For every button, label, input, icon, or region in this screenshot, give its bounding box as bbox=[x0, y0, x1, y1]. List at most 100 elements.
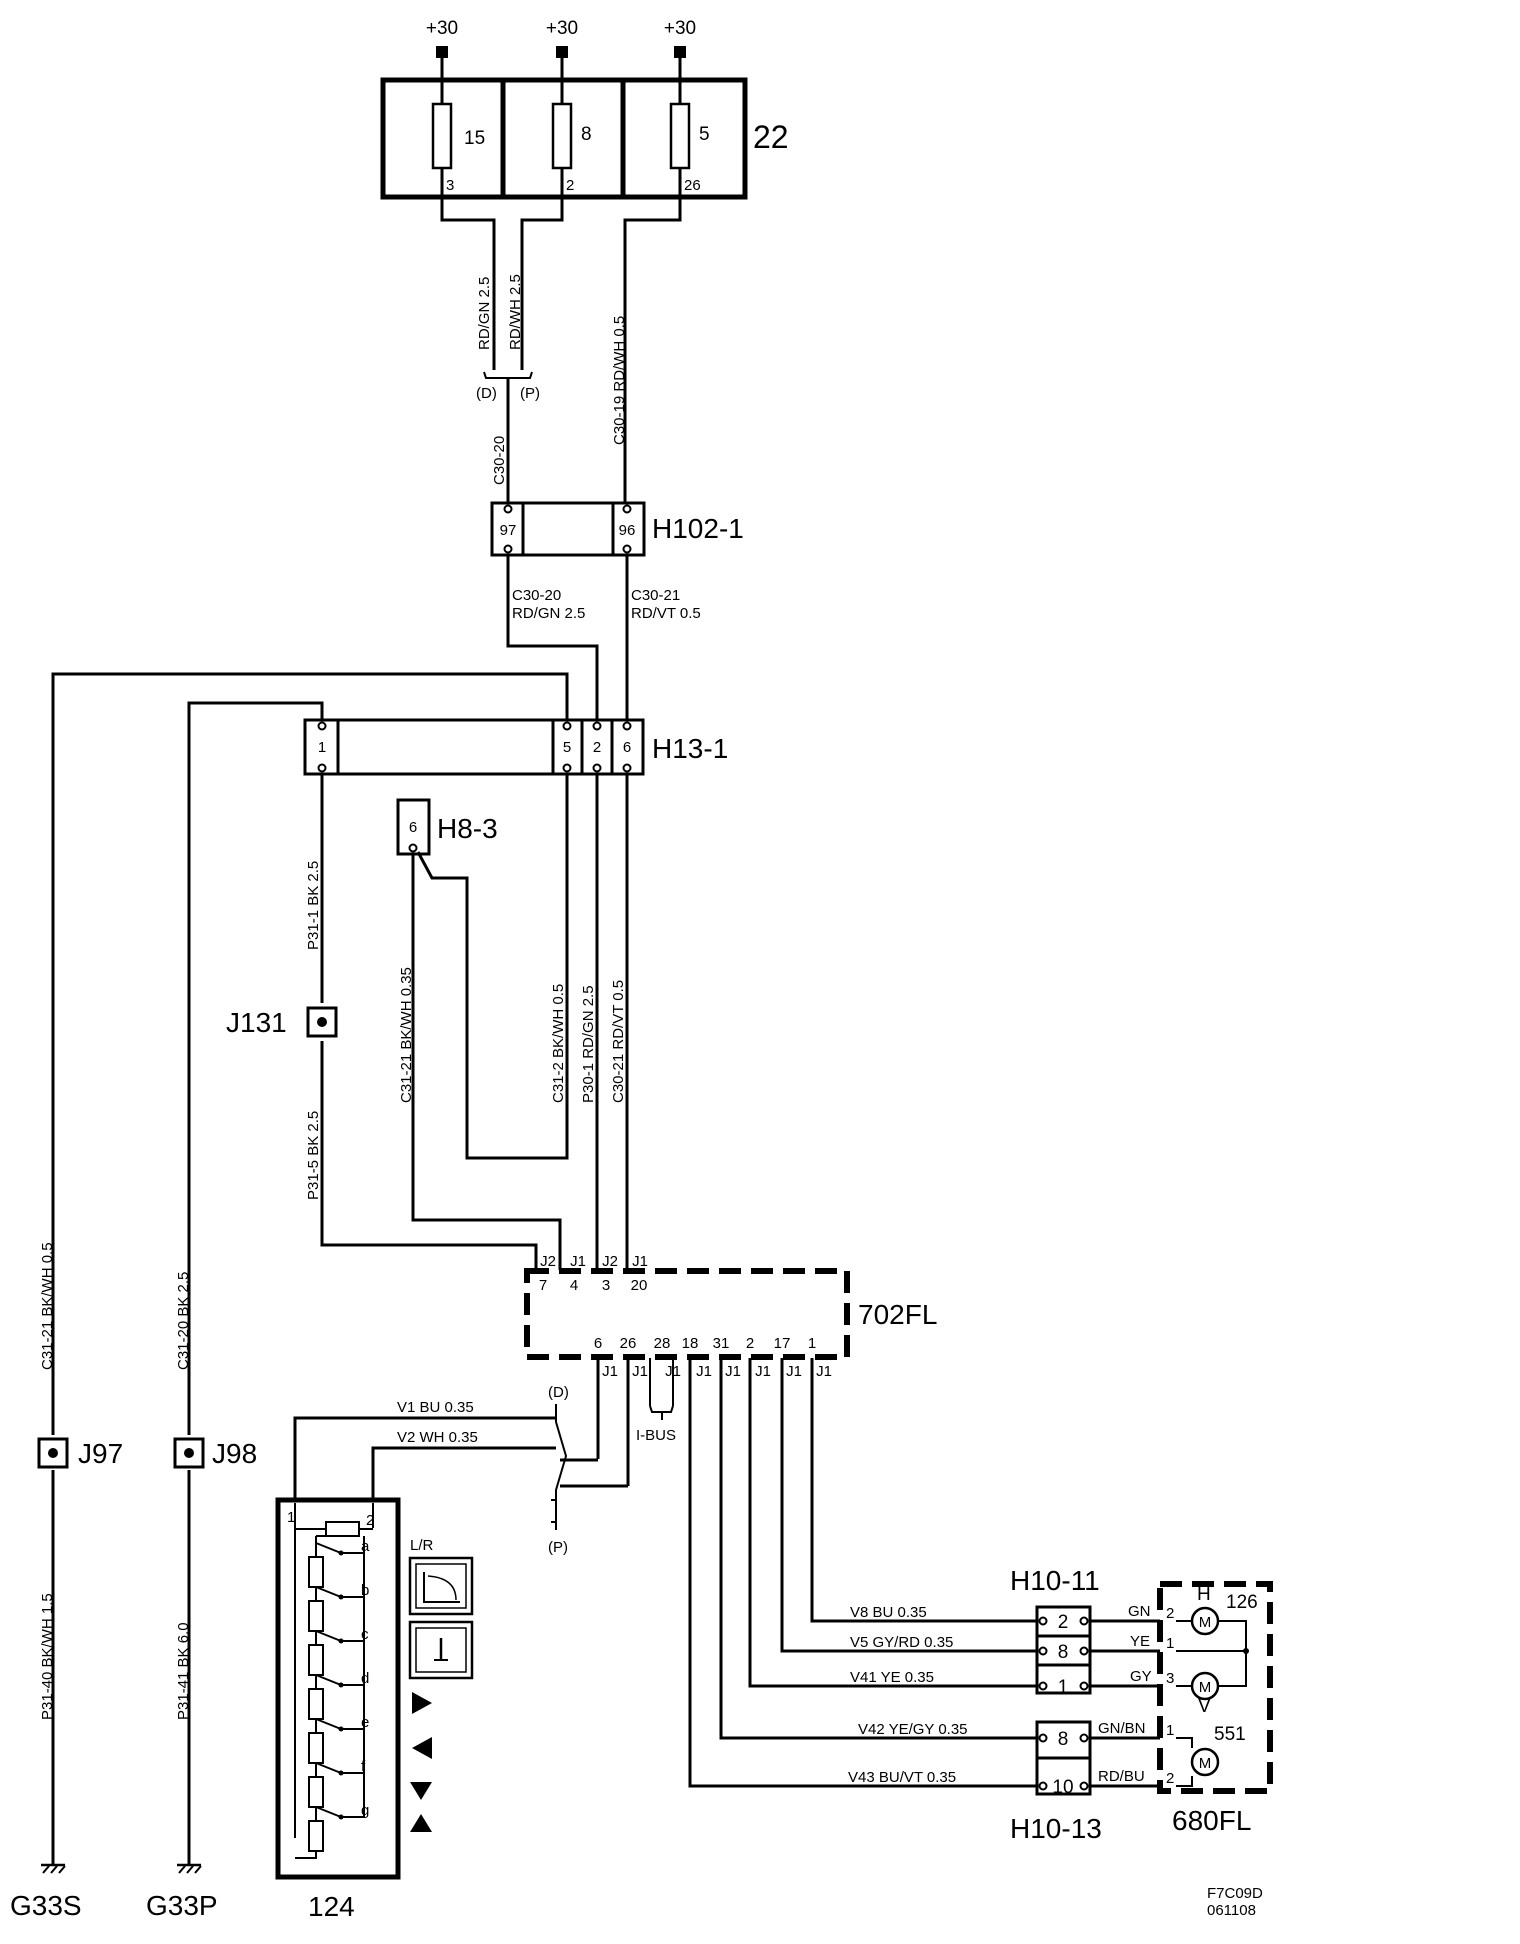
wires-top: RD/GN 2.5 RD/WH 2.5 C30-19 RD/WH 0.5 (D)… bbox=[440, 168, 682, 505]
wire-label: P30-1 RD/GN 2.5 bbox=[580, 985, 597, 1103]
fuse bbox=[669, 102, 691, 170]
contact-label: d bbox=[361, 1670, 369, 1687]
wire-label: V42 YE/GY 0.35 bbox=[858, 1721, 968, 1738]
control-module-702fl: 702FL J2 J1 J2 J1 7 4 3 20 6 26 28 18 31… bbox=[524, 1253, 937, 1380]
grounds: G33S G33P bbox=[10, 1863, 218, 1921]
bus-label: I-BUS bbox=[636, 1427, 676, 1444]
variant-label: (D) bbox=[476, 385, 497, 402]
pin-number: 6 bbox=[594, 1335, 602, 1352]
connector-label: J1 bbox=[602, 1363, 618, 1380]
pin-number: 1 bbox=[1058, 1677, 1069, 1698]
motor-letter: M bbox=[1199, 1755, 1212, 1772]
variant-label: (P) bbox=[520, 385, 540, 402]
switch-ladder bbox=[295, 1535, 365, 1859]
pin-number: 6 bbox=[409, 819, 417, 836]
contact-label: e bbox=[361, 1714, 369, 1731]
connector-label: J1 bbox=[696, 1363, 712, 1380]
pin-number: 2 bbox=[1166, 1770, 1174, 1787]
wire-label: C30-20 bbox=[512, 587, 561, 604]
code-line: F7C09D bbox=[1207, 1885, 1263, 1902]
connector-label: J1 bbox=[632, 1363, 648, 1380]
contact-label: f bbox=[361, 1758, 366, 1775]
motor-letter: M bbox=[1199, 1614, 1212, 1631]
wire-label: C30-19 RD/WH 0.5 bbox=[611, 316, 628, 445]
pin-number: 8 bbox=[1058, 1729, 1069, 1750]
wires-mirror: GN YE GY GN/BN RD/BU bbox=[1090, 1603, 1160, 1788]
connector-id: H10-13 bbox=[1010, 1813, 1102, 1844]
connector-label: J1 bbox=[570, 1253, 586, 1270]
wire-label: P31-41 BK 6.0 bbox=[175, 1622, 192, 1720]
wire-label: V2 WH 0.35 bbox=[397, 1429, 478, 1446]
pin-number: 1 bbox=[1166, 1635, 1174, 1652]
fusebox-id: 22 bbox=[753, 119, 789, 155]
code-line: 061108 bbox=[1207, 1902, 1256, 1919]
wire-label: C31-21 BK/WH 0.35 bbox=[398, 967, 415, 1103]
wire-color: GN/BN bbox=[1098, 1720, 1146, 1737]
contact-label: g bbox=[361, 1802, 369, 1819]
pin-number: 1 bbox=[287, 1509, 295, 1526]
pin-number: 2 bbox=[593, 739, 601, 756]
pin-number: 18 bbox=[682, 1335, 699, 1352]
wire-label: C30-21 bbox=[631, 587, 680, 604]
connector-id: H10-11 bbox=[1010, 1565, 1100, 1596]
connector-h10-11: 2 8 1 H10-11 bbox=[1010, 1565, 1100, 1698]
wire-label: C31-2 BK/WH 0.5 bbox=[550, 984, 567, 1103]
connector-h10-13: 8 10 H10-13 bbox=[1010, 1720, 1102, 1844]
mirror-unit-680fl: 2 1 3 1 2 H 126 V 551 M M M 680FL bbox=[1157, 1581, 1273, 1836]
pin-number: 10 bbox=[1052, 1777, 1073, 1798]
pin-number: 5 bbox=[563, 739, 571, 756]
supply-label: +30 bbox=[664, 18, 696, 39]
wire-label: P31-40 BK/WH 1.5 bbox=[39, 1593, 56, 1720]
wire-label: C31-20 BK 2.5 bbox=[175, 1272, 192, 1370]
pin-number: 8 bbox=[1058, 1642, 1069, 1663]
pin-number: 3 bbox=[602, 1277, 610, 1294]
wire-label: RD/GN 2.5 bbox=[512, 605, 585, 622]
mirror-id: 680FL bbox=[1172, 1805, 1251, 1836]
supply-label: +30 bbox=[546, 18, 578, 39]
ground-id: G33S bbox=[10, 1890, 82, 1921]
fuse-number: 15 bbox=[464, 128, 485, 149]
connector-id: H102-1 bbox=[652, 513, 744, 544]
motor-icon bbox=[1190, 1671, 1220, 1701]
ground-id: G33P bbox=[146, 1890, 218, 1921]
pin-number: 97 bbox=[500, 522, 517, 539]
drawing-code: F7C09D 061108 bbox=[1207, 1885, 1263, 1919]
arrow-up-icon bbox=[410, 1814, 432, 1832]
pin-number: 2 bbox=[1058, 1612, 1069, 1633]
contact-label: b bbox=[361, 1582, 369, 1599]
fuse-number: 8 bbox=[581, 124, 592, 145]
wire-color: YE bbox=[1130, 1633, 1150, 1650]
wire-label: P31-5 BK 2.5 bbox=[305, 1111, 322, 1200]
junction-id: J131 bbox=[226, 1007, 287, 1038]
mirror-right-icon bbox=[408, 1620, 474, 1680]
wire-label: C31-21 BK/WH 0.5 bbox=[39, 1242, 56, 1370]
wire-label: V41 YE 0.35 bbox=[850, 1669, 934, 1686]
variant-label: (D) bbox=[548, 1384, 569, 1401]
connector-label: J1 bbox=[755, 1363, 771, 1380]
connector-label: J2 bbox=[602, 1253, 618, 1270]
pin-number: 7 bbox=[539, 1277, 547, 1294]
wires-to-ecu: P31-1 BK 2.5 P31-5 BK 2.5 C31-21 BK/WH 0… bbox=[305, 774, 629, 1270]
pin-number: 1 bbox=[1166, 1722, 1174, 1739]
pin-number: 96 bbox=[619, 522, 636, 539]
fuse-number: 5 bbox=[699, 124, 710, 145]
wires-switch: V1 BU 0.35 V2 WH 0.35 (D) (P) bbox=[293, 1384, 628, 1556]
wire-label: RD/WH 2.5 bbox=[507, 274, 524, 350]
supply-terminals: +30 +30 +30 bbox=[426, 18, 696, 104]
fuse bbox=[551, 102, 573, 170]
arrow-down-icon bbox=[410, 1782, 432, 1800]
wire-label: V1 BU 0.35 bbox=[397, 1399, 474, 1416]
pin-number: 28 bbox=[654, 1335, 671, 1352]
motor-icon bbox=[1190, 1747, 1220, 1777]
connector-id: H13-1 bbox=[652, 733, 728, 764]
motor-letter: M bbox=[1199, 1679, 1212, 1696]
connector-label: J2 bbox=[540, 1253, 556, 1270]
junction-id: J98 bbox=[212, 1438, 257, 1469]
pin-number: 20 bbox=[631, 1277, 648, 1294]
pin-number: 2 bbox=[1166, 1605, 1174, 1622]
motor-label: V bbox=[1198, 1696, 1211, 1717]
wire-color: RD/BU bbox=[1098, 1768, 1145, 1785]
connector-label: J1 bbox=[816, 1363, 832, 1380]
motor-label: H bbox=[1197, 1584, 1211, 1605]
pin-number: 1 bbox=[318, 739, 326, 756]
